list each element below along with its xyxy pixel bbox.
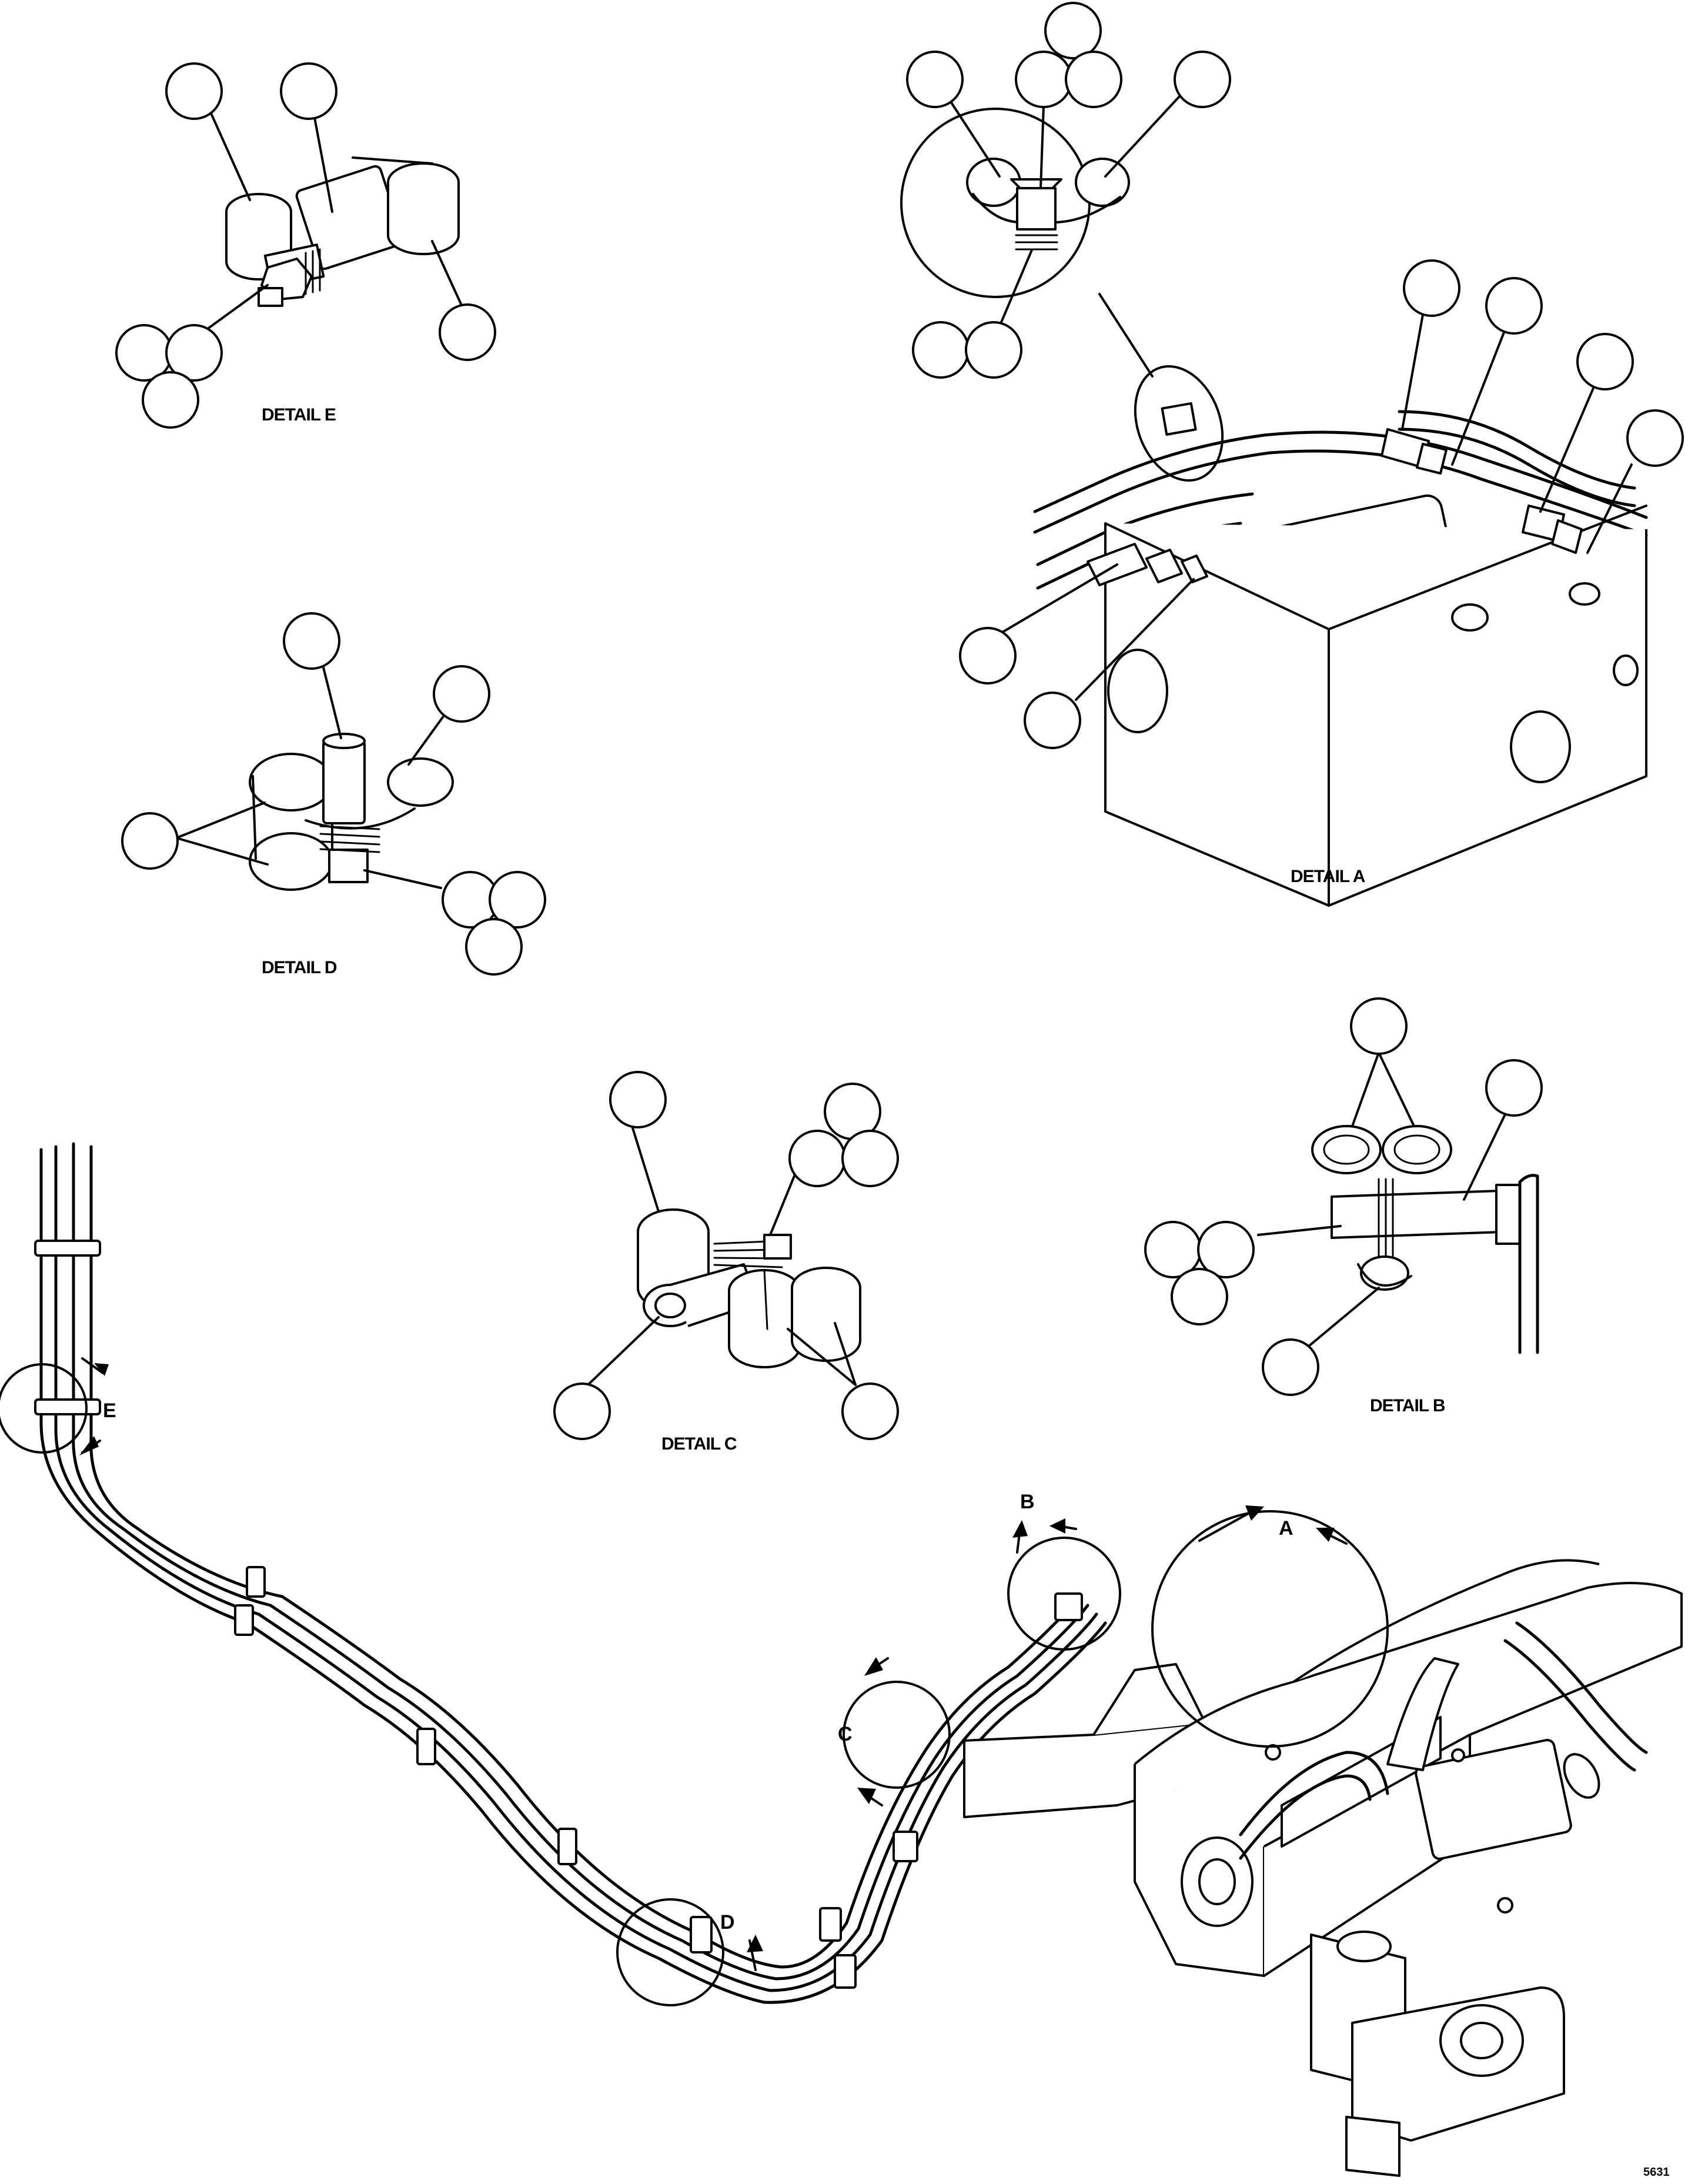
detail-a-callouts bbox=[906, 2, 1684, 749]
view-c-circle bbox=[843, 1681, 951, 1789]
main-hose-routing-view: E D C B A bbox=[0, 1142, 1683, 2177]
detail-c-label: DETAIL C bbox=[661, 1434, 737, 1454]
detail-d-label: DETAIL D bbox=[262, 958, 337, 977]
detail-a-valve-block bbox=[1033, 365, 1648, 907]
view-c-marker: C bbox=[838, 1723, 853, 1745]
detail-d-callouts bbox=[121, 612, 546, 976]
detail-a-view: DETAIL A bbox=[900, 2, 1684, 907]
pump-assembly bbox=[963, 1559, 1683, 2177]
detail-b-clamp-assembly bbox=[1311, 1125, 1539, 1354]
detail-e-label: DETAIL E bbox=[262, 405, 336, 425]
hose-bundle bbox=[34, 1142, 1107, 2004]
view-e-arrow bbox=[81, 1357, 104, 1374]
view-e-circle bbox=[0, 1363, 88, 1454]
view-d-marker: D bbox=[720, 1911, 735, 1933]
detail-c-clamp-assembly bbox=[637, 1208, 861, 1368]
view-markers: E D C B A bbox=[0, 1357, 1389, 2006]
detail-c-view: DETAIL C bbox=[553, 1071, 899, 1454]
view-b-marker: B bbox=[1020, 1491, 1035, 1513]
detail-d-clamp-assembly bbox=[249, 733, 454, 891]
view-b-circle bbox=[1007, 1537, 1121, 1651]
detail-e-clamp-assembly bbox=[225, 156, 460, 307]
detail-e-callouts bbox=[115, 62, 496, 429]
detail-e-view: DETAIL E bbox=[115, 62, 496, 429]
detail-b-callouts bbox=[1144, 997, 1543, 1396]
detail-a-leader-line bbox=[1098, 293, 1154, 378]
view-a-marker: A bbox=[1279, 1517, 1293, 1540]
view-a-circle bbox=[1151, 1510, 1389, 1748]
view-e-marker: E bbox=[103, 1400, 116, 1422]
detail-b-label: DETAIL B bbox=[1370, 1396, 1445, 1415]
view-d-circle bbox=[616, 1898, 724, 2006]
detail-b-view: DETAIL B bbox=[1144, 997, 1543, 1415]
detail-d-view: DETAIL D bbox=[121, 612, 546, 977]
detail-a-hose-fittings bbox=[1087, 428, 1583, 586]
detail-a-clamp-inset bbox=[900, 108, 1130, 298]
detail-a-label: DETAIL A bbox=[1291, 867, 1365, 886]
figure-id: 5631 bbox=[1643, 2166, 1670, 2179]
detail-c-callouts bbox=[553, 1071, 899, 1440]
